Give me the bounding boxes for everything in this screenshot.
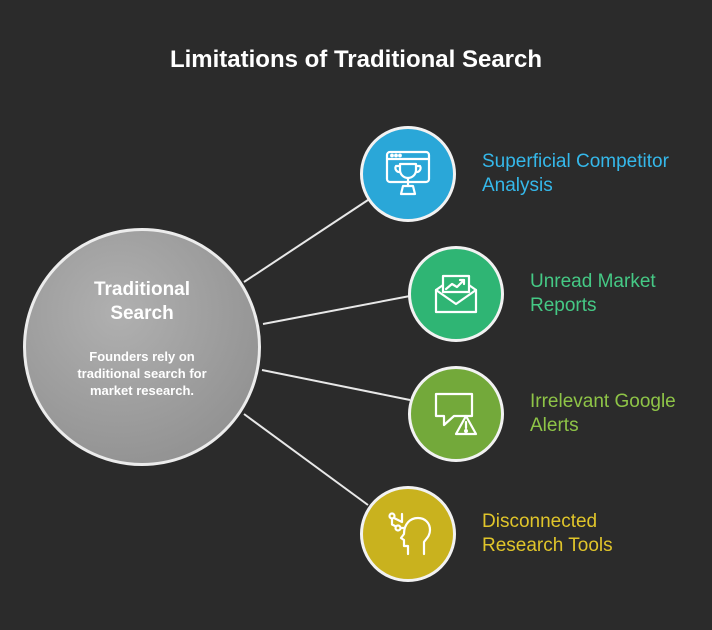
connector-line-3 [261,369,411,401]
connector-line-1 [243,199,369,283]
item-label-1: Superficial Competitor Analysis [482,151,669,196]
item-label-4: Disconnected Research Tools [482,511,613,556]
trophy-dashboard-icon [385,150,431,196]
page-title: Limitations of Traditional Search [169,46,543,73]
hub-circle: Traditional Search Founders rely on trad… [23,228,261,466]
item-label-3: Irrelevant Google Alerts [530,391,676,436]
item-label-2: Unread Market Reports [530,271,656,316]
hub-title: Traditional Search [93,278,191,324]
connector-line-4 [243,413,369,506]
node-superficial-competitor-analysis [360,126,456,222]
node-unread-market-reports [408,246,504,342]
node-disconnected-research-tools [360,486,456,582]
node-irrelevant-google-alerts [408,366,504,462]
chat-warning-icon [434,392,478,436]
envelope-chart-icon [434,274,478,314]
head-circuit-icon [388,512,432,556]
hub-description: Founders rely on traditional search for … [77,348,207,398]
connector-line-2 [262,295,411,325]
